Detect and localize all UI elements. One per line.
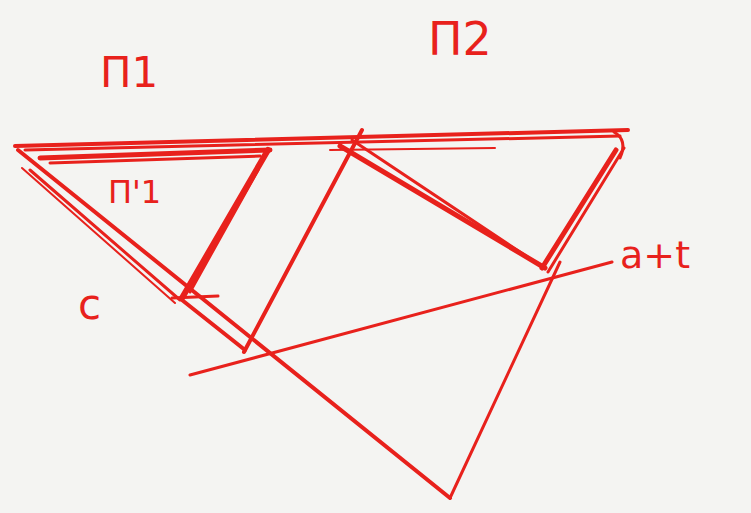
sketch-label: Π1	[100, 52, 158, 94]
sketch-label: c	[78, 284, 101, 326]
sketch-label: Π'1	[108, 176, 161, 208]
sketch-label: a+t	[620, 236, 690, 274]
sketch-label: Π2	[428, 16, 492, 62]
